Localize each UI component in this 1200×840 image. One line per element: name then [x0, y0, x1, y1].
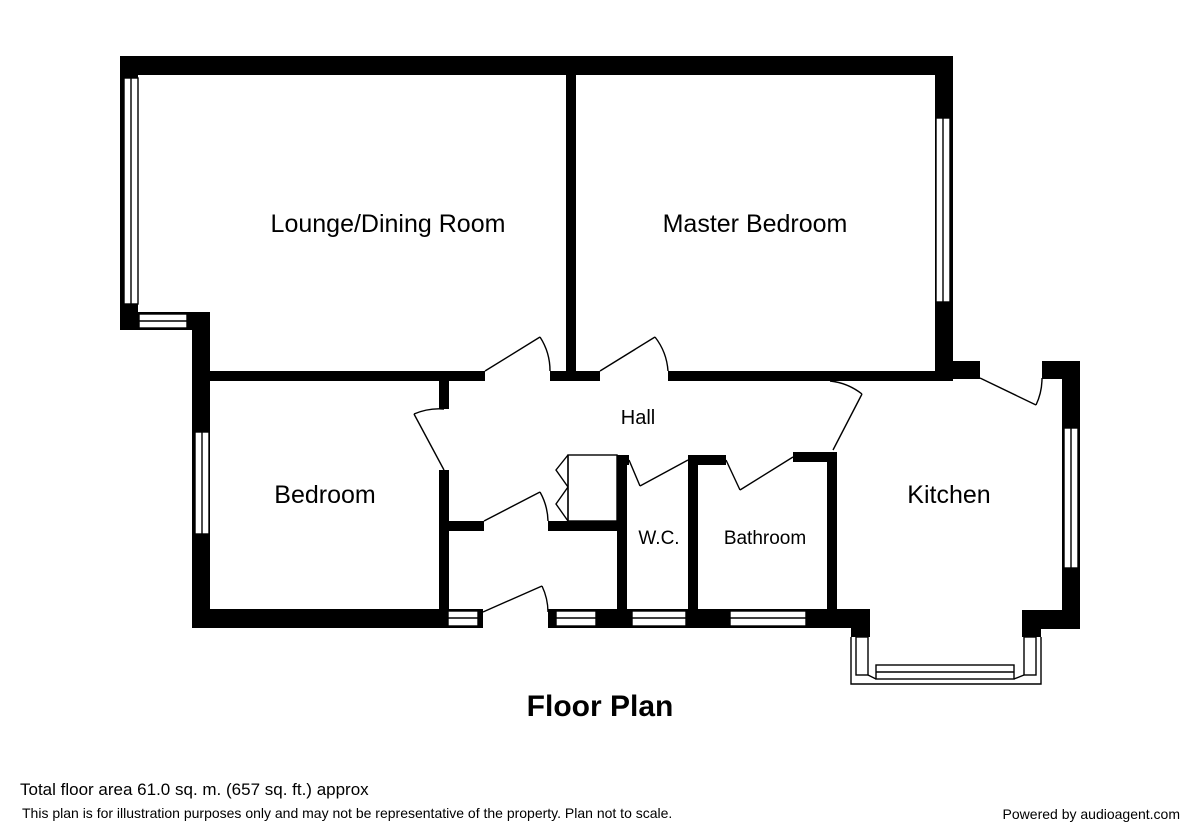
label-master-bedroom: Master Bedroom	[663, 210, 848, 238]
powered-by-link[interactable]: Powered by audioagent.com	[1002, 806, 1180, 822]
disclaimer-text: This plan is for illustration purposes o…	[22, 805, 673, 821]
room-labels: Lounge/Dining Room Master Bedroom Hall B…	[271, 210, 991, 549]
door-openings	[483, 361, 1042, 628]
bay-window	[850, 636, 1042, 685]
plan-title: Floor Plan	[526, 690, 674, 723]
label-kitchen: Kitchen	[907, 481, 990, 509]
label-hall: Hall	[621, 407, 655, 429]
windows	[123, 77, 1079, 627]
doors	[413, 336, 1043, 613]
floor-plan-drawing: Lounge/Dining Room Master Bedroom Hall B…	[120, 56, 1080, 685]
label-bedroom: Bedroom	[274, 481, 375, 509]
label-bathroom: Bathroom	[724, 528, 806, 549]
label-wc: W.C.	[638, 528, 679, 549]
total-floor-area: Total floor area 61.0 sq. m. (657 sq. ft…	[20, 780, 369, 799]
label-lounge: Lounge/Dining Room	[271, 210, 506, 238]
